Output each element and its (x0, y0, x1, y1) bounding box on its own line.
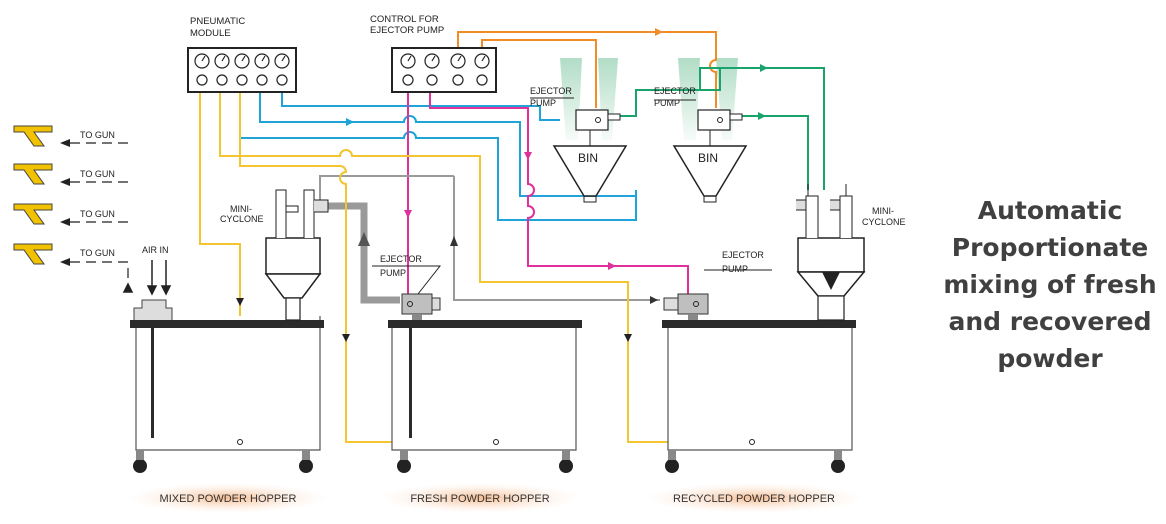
control-module-label-1: CONTROL FOR (370, 14, 439, 25)
bin-left (530, 97, 628, 203)
control-module-label-2: EJECTOR PUMP (370, 25, 444, 36)
fresh-ejector-label-1: EJECTOR (380, 254, 422, 264)
title-line-4: and recovered (948, 307, 1152, 336)
recycled-hopper-label: RECYCLED POWDER HOPPER (673, 493, 835, 505)
top-ejector-left-label-2: PUMP (530, 98, 556, 108)
orange-control-lines (457, 28, 717, 108)
title-line-5: powder (997, 344, 1103, 373)
bin-left-label: BIN (578, 151, 598, 165)
bin-right (654, 99, 748, 203)
top-ejector-left-label-1: EJECTOR (530, 86, 572, 96)
top-ejector-right-label-1: EJECTOR (654, 86, 696, 96)
to-gun-label-2: TO GUN (80, 169, 115, 179)
recycled-ejector-label-1: EJECTOR (722, 250, 764, 260)
fresh-hopper-label: FRESH POWDER HOPPER (410, 493, 549, 505)
recycled-powder-hopper (662, 184, 866, 473)
mixed-hopper-label-glow (128, 483, 328, 513)
air-in-arrows (122, 260, 172, 296)
green-conveying-lines (620, 64, 825, 190)
to-gun-label-3: TO GUN (80, 209, 115, 219)
top-ejector-right-label-2: PUMP (654, 98, 680, 108)
magenta-ejector-lines (404, 92, 689, 294)
mixed-hopper-label: MIXED POWDER HOPPER (160, 493, 297, 505)
title-line-3: mixing of fresh (943, 270, 1157, 299)
pneumatic-module (187, 47, 297, 93)
diagram-title: Automatic Proportionate mixing of fresh … (940, 192, 1160, 377)
fresh-ejector-label-2: PUMP (380, 268, 406, 278)
pneumatic-module-label-2: MODULE (190, 28, 231, 39)
air-in-label: AIR IN (142, 245, 169, 255)
pneumatic-module-label-1: PNEUMATIC (190, 16, 245, 27)
spray-guns (13, 125, 129, 292)
fresh-powder-hopper (372, 265, 582, 473)
ejector-control-module (391, 47, 497, 93)
to-gun-label-4: TO GUN (80, 248, 115, 258)
mini-cyclone-right-label-1: MINI- (872, 206, 894, 216)
to-gun-label-1: TO GUN (80, 130, 115, 140)
recycled-ejector-label-2: PUMP (722, 264, 748, 274)
title-line-2: Proportionate (951, 233, 1149, 262)
recycled-hopper-label-glow (644, 483, 864, 513)
mini-cyclone-right-label-2: CYCLONE (862, 217, 906, 227)
mini-cyclone-left-label-1: MINI- (230, 204, 252, 214)
fresh-hopper-label-glow (380, 483, 580, 513)
mini-cyclone-left-label-2: CYCLONE (220, 214, 264, 224)
mixed-powder-hopper (130, 189, 329, 473)
bin-right-label: BIN (698, 151, 718, 165)
blue-air-lines (239, 92, 637, 221)
title-line-1: Automatic (977, 196, 1123, 225)
